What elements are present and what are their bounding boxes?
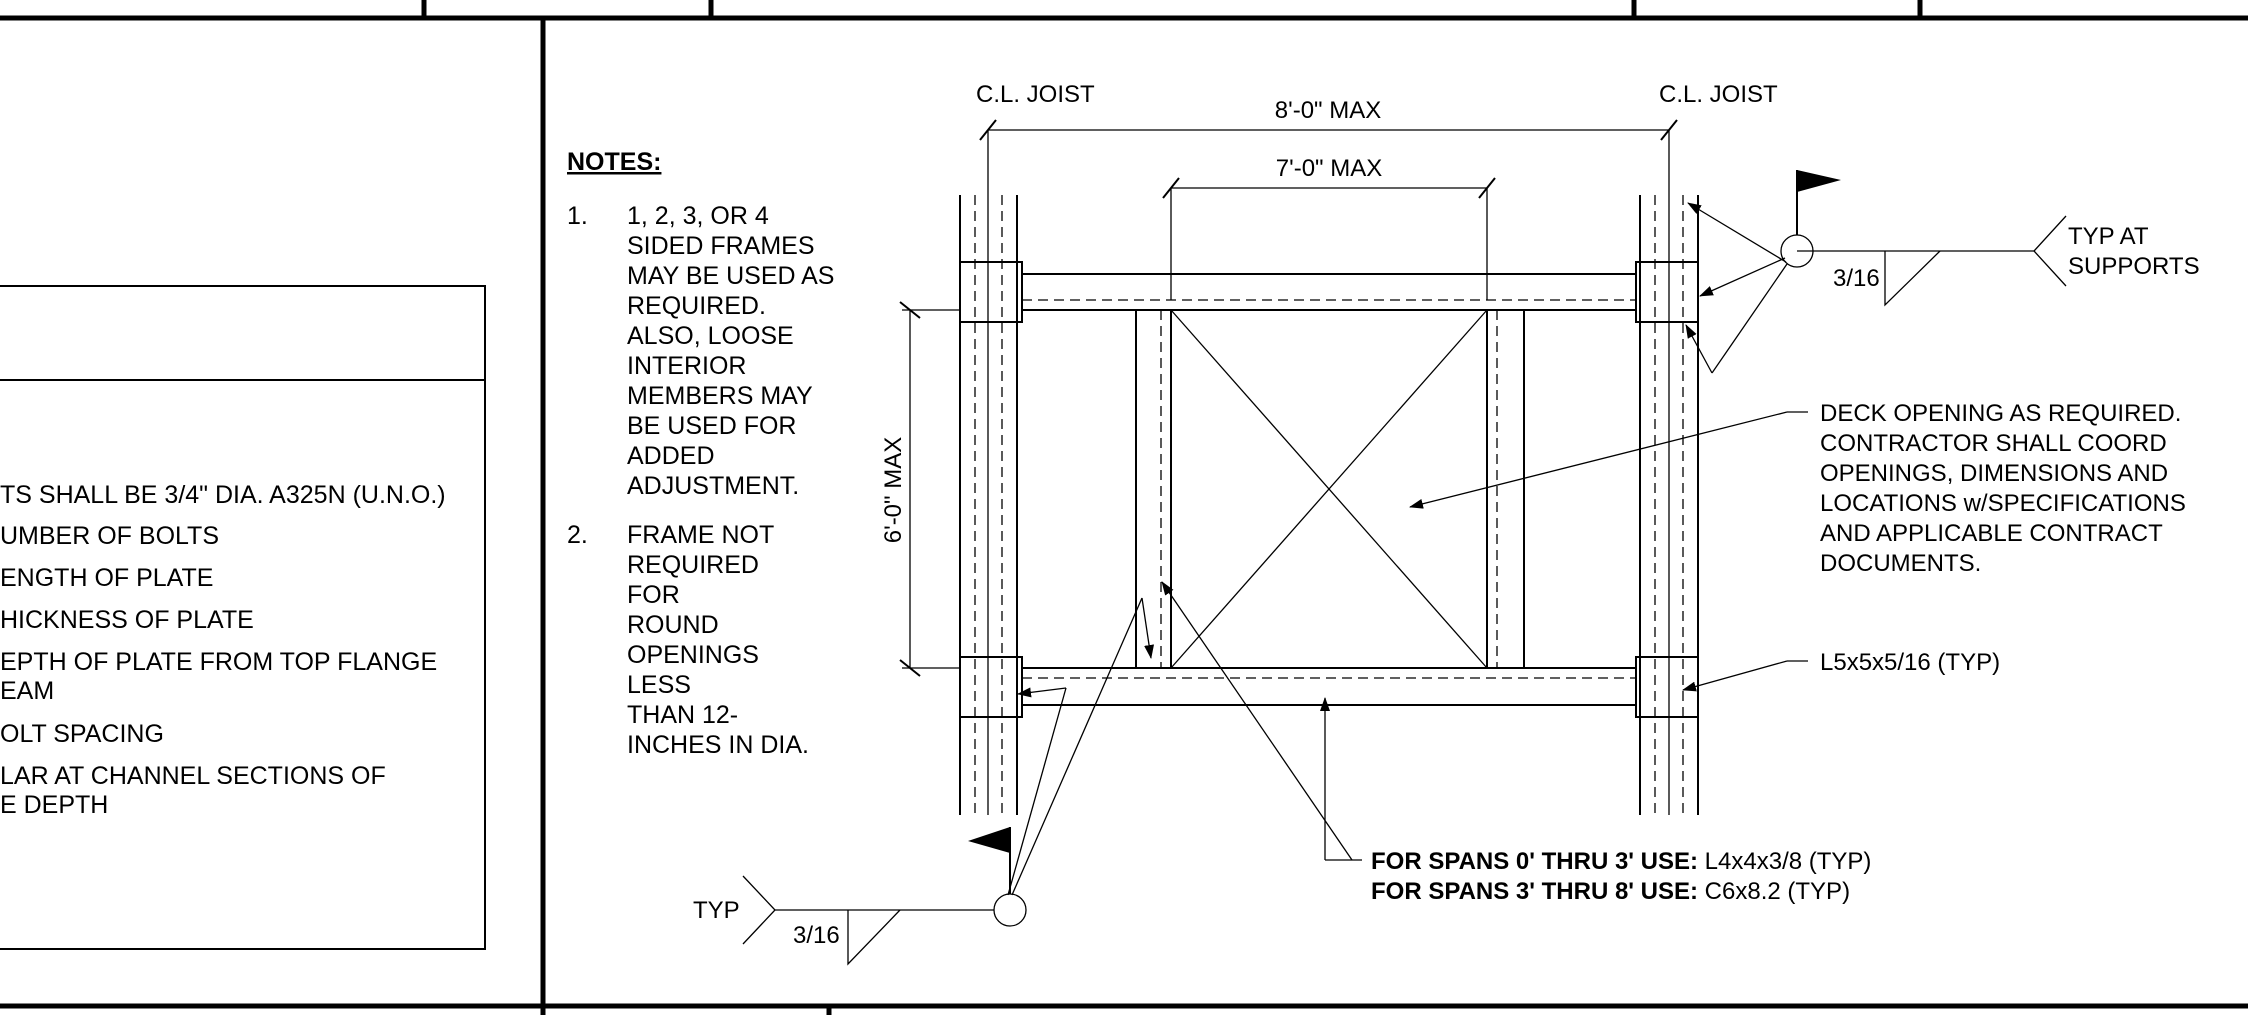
legend-note-6: EAM [0,677,54,705]
joist-left [959,130,1018,815]
note-1-line-8: BE USED FOR [627,412,796,440]
note-1-number: 1. [567,202,588,230]
dim-vertical-label: 6'-0" MAX [880,437,907,543]
deck-note-line-1: DECK OPENING AS REQUIRED. [1820,400,2181,427]
note-1-line-9: ADDED [627,442,715,470]
notes-block: NOTES: 1. 1, 2, 3, OR 4 SIDED FRAMES MAY… [567,148,834,759]
deck-note-line-5: AND APPLICABLE CONTRACT [1820,520,2163,547]
legend-note-9: E DEPTH [0,791,108,819]
dim-top-label: 8'-0" MAX [1275,97,1381,124]
note-2-line-6: LESS [627,671,691,699]
weld-size-top: 3/16 [1833,265,1880,292]
joist-right [1639,130,1699,815]
legend-note-2: UMBER OF BOLTS [0,522,219,550]
legend-note-5: EPTH OF PLATE FROM TOP FLANGE [0,648,437,676]
weld-note-top-2: SUPPORTS [2068,253,2200,280]
weld-symbol-top: 3/16 TYP AT SUPPORTS [1685,170,2200,374]
angle-leader: L5x5x5/16 (TYP) [1682,649,2000,692]
deck-opening-x [1170,309,1488,669]
span-note-2-value: C6x8.2 (TYP) [1698,878,1850,905]
note-2-line-5: OPENINGS [627,641,759,669]
weld-symbol-bottom: TYP 3/16 [693,597,1155,966]
weld-size-bottom: 3/16 [793,922,840,949]
note-2-line-2: REQUIRED [627,551,759,579]
legend-table: TS SHALL BE 3/4" DIA. A325N (U.N.O.) UMB… [0,285,486,950]
deck-opening-leader [1409,411,1808,509]
deck-note-line-2: CONTRACTOR SHALL COORD [1820,430,2167,457]
note-1-line-5: ALSO, LOOSE [627,322,794,350]
note-1-line-2: SIDED FRAMES [627,232,815,260]
legend-note-8: LAR AT CHANNEL SECTIONS OF [0,762,386,790]
note-1-line-6: INTERIOR [627,352,746,380]
note-1-line-1: 1, 2, 3, OR 4 [627,202,769,230]
legend-note-4: HICKNESS OF PLATE [0,606,254,634]
span-leaders [1161,581,1362,861]
note-2-line-3: FOR [627,581,680,609]
note-2-line-1: FRAME NOT [627,521,774,549]
weld-note-bottom: TYP [693,897,740,924]
span-note-1-label: FOR SPANS 0' THRU 3' USE: [1371,848,1698,875]
note-2-line-8: INCHES IN DIA. [627,731,809,759]
interior-member-right [1486,310,1525,668]
weld-note-top-1: TYP AT [2068,223,2149,250]
legend-note-1: TS SHALL BE 3/4" DIA. A325N (U.N.O.) [0,481,446,509]
span-note-1-value: L4x4x3/8 (TYP) [1698,848,1871,875]
deck-note-line-3: OPENINGS, DIMENSIONS AND [1820,460,2168,487]
span-note-1: FOR SPANS 0' THRU 3' USE: L4x4x3/8 (TYP) [1371,848,1871,875]
interior-member-left [1135,310,1172,668]
note-1-line-4: REQUIRED. [627,292,766,320]
span-note-2-label: FOR SPANS 3' THRU 8' USE: [1371,878,1698,905]
deck-note-line-6: DOCUMENTS. [1820,550,1981,577]
legend-note-3: ENGTH OF PLATE [0,564,213,592]
corner-angles [959,261,1699,718]
frame-top-member [1022,273,1636,311]
note-1-line-3: MAY BE USED AS [627,262,834,290]
frame-bottom-member [1022,667,1636,706]
dimension-vertical: 6'-0" MAX [880,301,960,677]
span-note-2: FOR SPANS 3' THRU 8' USE: C6x8.2 (TYP) [1371,878,1850,905]
note-2-number: 2. [567,521,588,549]
span-notes: FOR SPANS 0' THRU 3' USE: L4x4x3/8 (TYP)… [1371,848,1871,905]
deck-note-line-4: LOCATIONS w/SPECIFICATIONS [1820,490,2186,517]
note-1-line-7: MEMBERS MAY [627,382,813,410]
cl-joist-right-label: C.L. JOIST [1659,81,1778,108]
note-1-line-10: ADJUSTMENT. [627,472,799,500]
dimension-top: 8'-0" MAX [979,97,1678,141]
angle-note: L5x5x5/16 (TYP) [1820,649,2000,676]
deck-opening-note: DECK OPENING AS REQUIRED. CONTRACTOR SHA… [1820,400,2186,577]
notes-title: NOTES: [567,148,661,176]
note-2-line-7: THAN 12- [627,701,738,729]
legend-note-7: OLT SPACING [0,720,164,748]
dim-inner-label: 7'-0" MAX [1276,155,1382,182]
cl-joist-left-label: C.L. JOIST [976,81,1095,108]
note-2-line-4: ROUND [627,611,719,639]
dimension-inner: 7'-0" MAX [1162,155,1496,300]
